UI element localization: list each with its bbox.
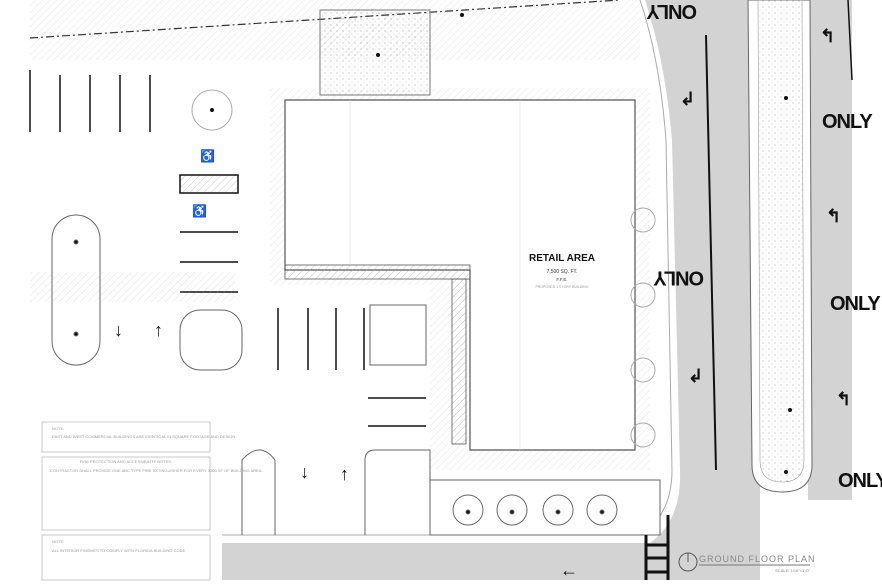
accessible-icon: ♿ xyxy=(192,204,207,218)
note-heading: NOTE: xyxy=(52,539,64,544)
arrow-up-icon: ↑ xyxy=(154,320,163,340)
arrow-down-icon: ↓ xyxy=(114,320,123,340)
arrow-down-icon: ↓ xyxy=(300,462,309,482)
median-planter xyxy=(747,0,813,493)
building-description: PROPOSED 1 STORY BUILDING xyxy=(535,285,588,289)
arrow-up-icon: ↑ xyxy=(340,464,349,484)
traffic-arrows: ↓ ↑ ↓ ↑ ← ↲ ↲ ↰ ↰ ↰ xyxy=(114,26,851,580)
building-footprint xyxy=(270,88,656,470)
only-marking: ONLY xyxy=(838,470,882,492)
note-text: ALL INTERIOR FINISHES TO COMPLY WITH FLO… xyxy=(52,548,186,553)
only-marking: ONLY xyxy=(653,266,704,288)
turn-arrow-icon: ↲ xyxy=(680,89,695,109)
crosswalk-ladder xyxy=(644,515,670,580)
note-text: CONTRACTOR SHALL PROVIDE ONE ABC TYPE FI… xyxy=(50,468,263,473)
only-marking: ONLY xyxy=(830,293,881,315)
north-landscape xyxy=(29,0,640,131)
turn-arrow-icon: ↰ xyxy=(836,389,851,409)
drawing-title: GROUND FLOOR PLAN xyxy=(699,554,816,564)
turn-arrow-icon: ↰ xyxy=(826,206,841,226)
note-heading: NOTE: xyxy=(52,426,64,431)
turn-arrow-icon: ↲ xyxy=(688,366,703,386)
walkway xyxy=(30,272,235,302)
arrow-left-icon: ← xyxy=(560,560,578,580)
parking-islands xyxy=(51,214,661,536)
building-title: RETAIL AREA xyxy=(529,253,595,264)
building-ffe: F.F.E. xyxy=(556,277,567,282)
notes-panel xyxy=(41,421,211,581)
building-area: 7,500 SQ. FT. xyxy=(547,269,578,275)
note-text: EAST AND WEST COMMERCIAL BUILDINGS ARE I… xyxy=(52,434,236,439)
drawing-scale: SCALE: 1/16"=1'-0" xyxy=(775,568,810,573)
road-east xyxy=(222,0,853,580)
only-marking: ONLY xyxy=(646,0,697,22)
accessible-stall-striping: ♿ ♿ xyxy=(179,149,239,218)
note-heading: FIRE PROTECTION AND ACCESSIBILITY NOTES: xyxy=(80,459,172,464)
only-marking: ONLY xyxy=(822,111,873,133)
accessible-icon: ♿ xyxy=(200,149,215,163)
lane-markings: ONLY ONLY ONLY ONLY ONLY xyxy=(646,0,882,492)
turn-arrow-icon: ↰ xyxy=(820,26,835,46)
